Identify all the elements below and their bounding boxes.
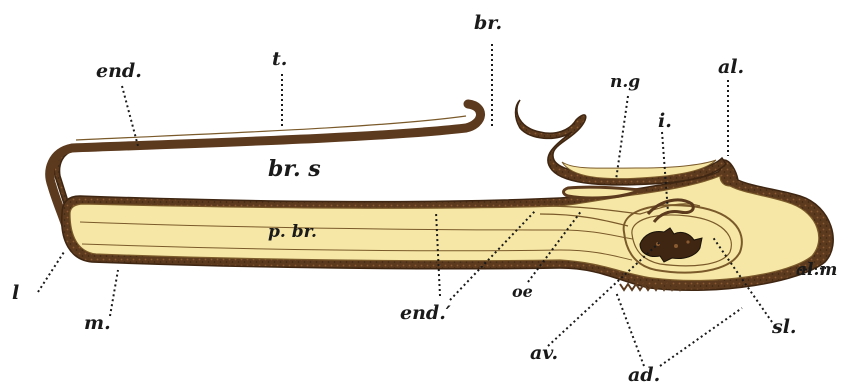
label-end: end. xyxy=(96,62,142,81)
label-ad: ad. xyxy=(628,366,660,385)
label-alm: al.m xyxy=(796,262,837,279)
label-pbr: p. br. xyxy=(268,224,317,241)
label-av: av. xyxy=(530,344,558,363)
yolk-granule xyxy=(674,244,678,248)
label-br: br. xyxy=(474,14,502,33)
label-t: t. xyxy=(272,50,287,69)
label-brs: br. s xyxy=(268,158,321,180)
label-oe: oe xyxy=(512,284,533,300)
label-m: m. xyxy=(84,314,111,333)
label-l: l xyxy=(12,284,19,303)
label-sl: sl. xyxy=(772,318,797,337)
label-al: al. xyxy=(718,58,744,77)
label-ng: n.g xyxy=(610,74,640,91)
leader-ng xyxy=(616,96,628,180)
label-end-prime: end.′ xyxy=(400,304,451,323)
yolk-granule xyxy=(686,240,689,243)
leader-m xyxy=(110,270,118,316)
leader-ad-1 xyxy=(616,292,644,366)
label-i: i. xyxy=(658,112,672,131)
leader-l xyxy=(38,252,64,292)
leader-ad-2 xyxy=(660,308,742,366)
